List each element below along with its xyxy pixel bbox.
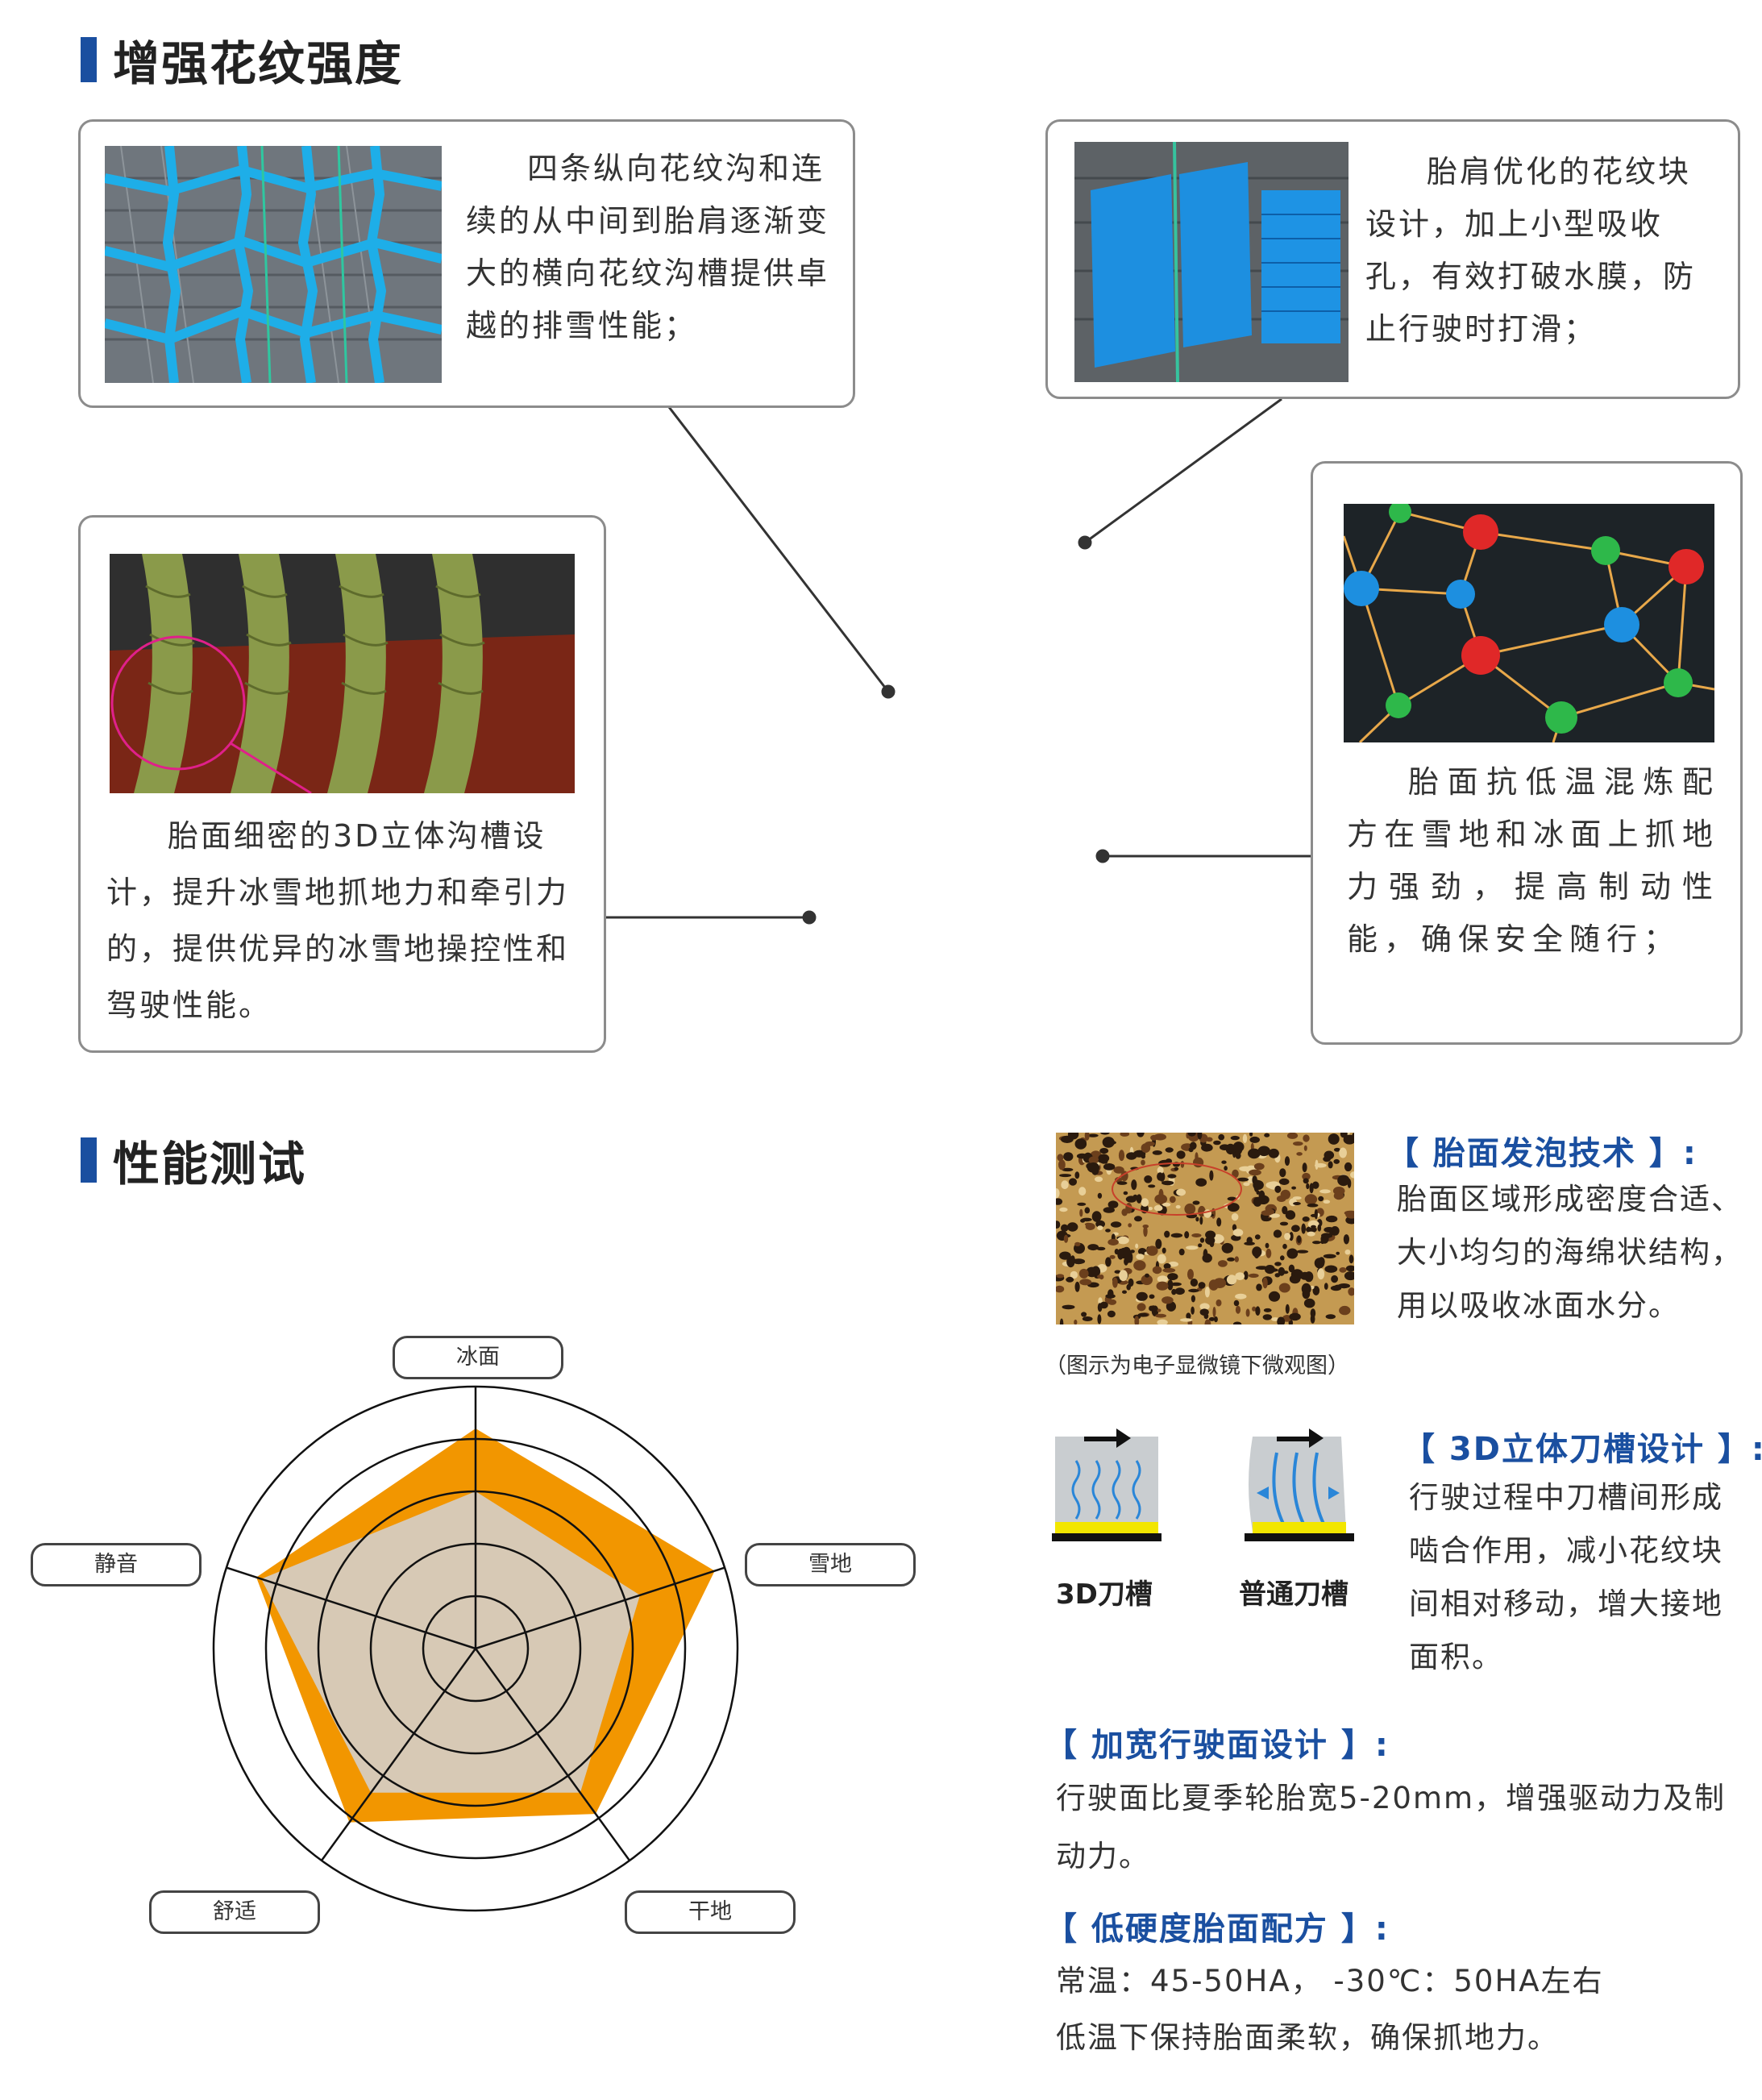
connector-lines xyxy=(606,397,1311,925)
blade-normal-icon xyxy=(1245,1428,1354,1546)
blade-normal-label: 普通刀槽 xyxy=(1239,1578,1349,1611)
card-tread-grooves: 四条纵向花纹沟和连续的从中间到胎肩逐渐变大的横向花纹沟槽提供卓越的排雪性能； xyxy=(78,119,855,408)
molecule-image xyxy=(1344,504,1714,742)
foam-title: 【 胎面发泡技术 】: xyxy=(1386,1135,1698,1172)
card-shoulder-blocks: 胎肩优化的花纹块设计，加上小型吸收孔，有效打破水膜，防止行驶时打滑； xyxy=(1045,119,1740,399)
card-shoulder-blocks-text: 胎肩优化的花纹块设计，加上小型吸收孔，有效打破水膜，防止行驶时打滑； xyxy=(1365,154,1697,347)
hardness-line2: 低温下保持胎面柔软，确保抓地力。 xyxy=(1056,2020,1559,2055)
card-tread-grooves-text: 四条纵向花纹沟和连续的从中间到胎肩逐渐变大的横向花纹沟槽提供卓越的排雪性能； xyxy=(466,151,830,343)
foam-microscope-image xyxy=(1056,1133,1354,1324)
section-title-text: 性能测试 xyxy=(113,1137,307,1191)
3d-sipe-image xyxy=(110,554,575,793)
radar-spoke-3 xyxy=(474,1648,631,1861)
card-compound-text: 胎面抗低温混炼配方在雪地和冰面上抓地力强劲，提高制动性能，确保安全随行； xyxy=(1347,764,1719,957)
radar-label-dry: 干地 xyxy=(625,1890,796,1934)
wide-title: 【 加宽行驶面设计 】: xyxy=(1045,1727,1390,1764)
section-title-performance: 性能测试 xyxy=(81,1126,306,1194)
title-bar xyxy=(81,1137,97,1183)
hardness-line1: 常温：45-50HA， -30℃：50HA左右 xyxy=(1056,1964,1604,1998)
wide-text: 行驶面比夏季轮胎宽5-20mm，增强驱动力及制动力。 xyxy=(1056,1781,1727,1873)
card-3d-sipes: 胎面细密的3D立体沟槽设计，提升冰雪地抓地力和牵引力的，提供优异的冰雪地操控性和… xyxy=(78,515,606,1053)
radar-label-ice: 冰面 xyxy=(393,1336,563,1379)
card-3d-sipes-text: 胎面细密的3D立体沟槽设计，提升冰雪地抓地力和牵引力的，提供优异的冰雪地操控性和… xyxy=(106,818,570,1023)
blade-3d-label: 3D刀槽 xyxy=(1056,1578,1153,1611)
radar-chart xyxy=(212,1385,739,1912)
blade-text: 行驶过程中刀槽间形成啮合作用，减小花纹块间相对移动，增大接地面积。 xyxy=(1409,1480,1723,1674)
shoulder-block-image xyxy=(1074,142,1349,382)
radar-spoke-2 xyxy=(475,1566,725,1650)
radar-label-quiet: 静音 xyxy=(31,1543,202,1586)
blade-title: 【 3D立体刀槽设计 】: xyxy=(1403,1431,1762,1468)
section-title-text: 增强花纹强度 xyxy=(113,36,404,91)
card-compound: 胎面抗低温混炼配方在雪地和冰面上抓地力强劲，提高制动性能，确保安全随行； xyxy=(1311,461,1743,1045)
radar-spoke-5 xyxy=(226,1566,476,1650)
radar-series-2 xyxy=(261,1491,640,1793)
radar-spoke-4 xyxy=(320,1648,477,1861)
foam-text: 胎面区域形成密度合适、大小均匀的海绵状结构，用以吸收冰面水分。 xyxy=(1397,1182,1743,1323)
radar-label-snow: 雪地 xyxy=(745,1543,916,1586)
radar-label-comfort: 舒适 xyxy=(149,1890,320,1934)
hardness-title: 【 低硬度胎面配方 】: xyxy=(1045,1911,1390,1948)
blade-3d-icon xyxy=(1052,1428,1162,1546)
title-bar xyxy=(81,37,97,82)
tread-groove-image xyxy=(105,146,442,383)
section-title-tread: 增强花纹强度 xyxy=(81,26,403,94)
foam-caption: （图示为电子显微镜下微观图） xyxy=(1045,1354,1349,1379)
